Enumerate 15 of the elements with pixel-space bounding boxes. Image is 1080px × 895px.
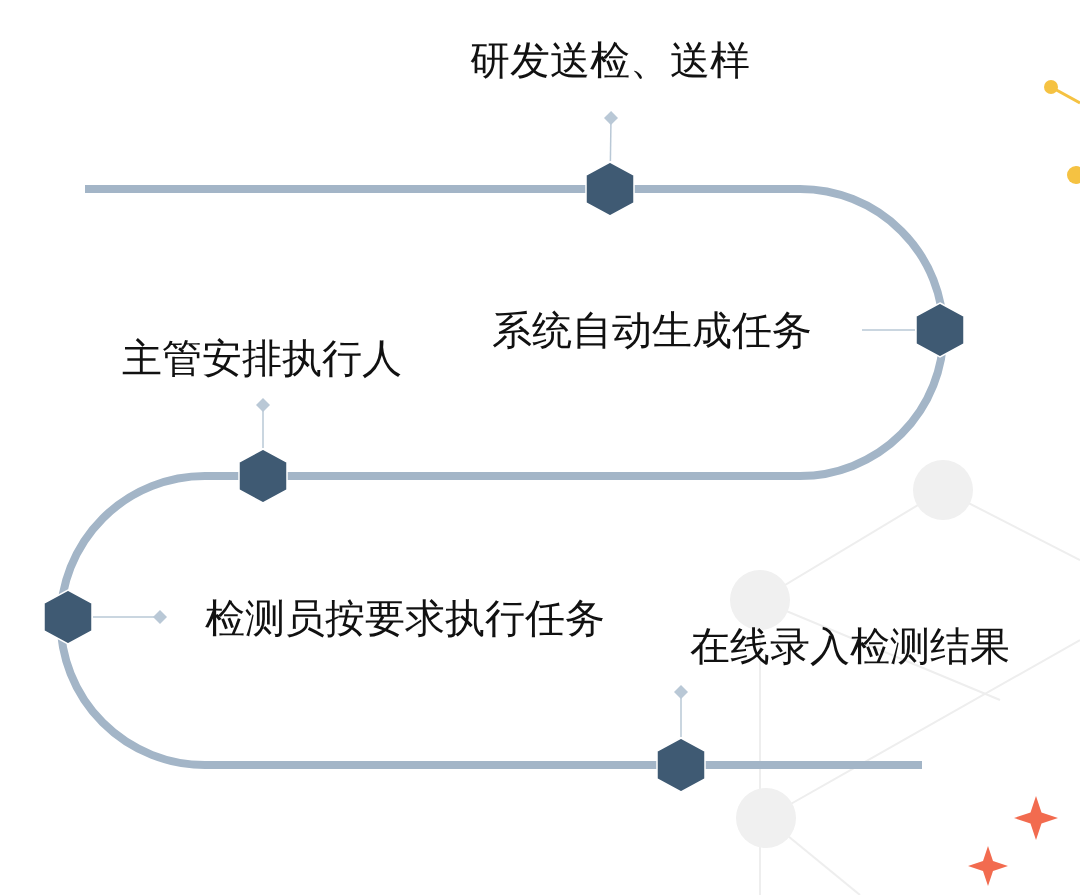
step-label: 检测员按要求执行任务 [205, 594, 605, 642]
leader-line [256, 398, 270, 449]
step-label: 系统自动生成任务 [492, 306, 812, 354]
leader-line [604, 111, 618, 162]
hexagon-marker [915, 302, 965, 358]
step-label: 研发送检、送样 [470, 36, 750, 84]
step-label: 在线录入检测结果 [690, 622, 1010, 670]
leader-line [92, 610, 167, 624]
step-label: 主管安排执行人 [122, 334, 402, 382]
hexagon-marker [585, 161, 635, 217]
leader-line [861, 329, 916, 331]
hexagon-marker [238, 448, 288, 504]
hexagon-marker [656, 737, 706, 793]
leader-line [674, 685, 688, 738]
hexagon-marker [43, 589, 93, 645]
